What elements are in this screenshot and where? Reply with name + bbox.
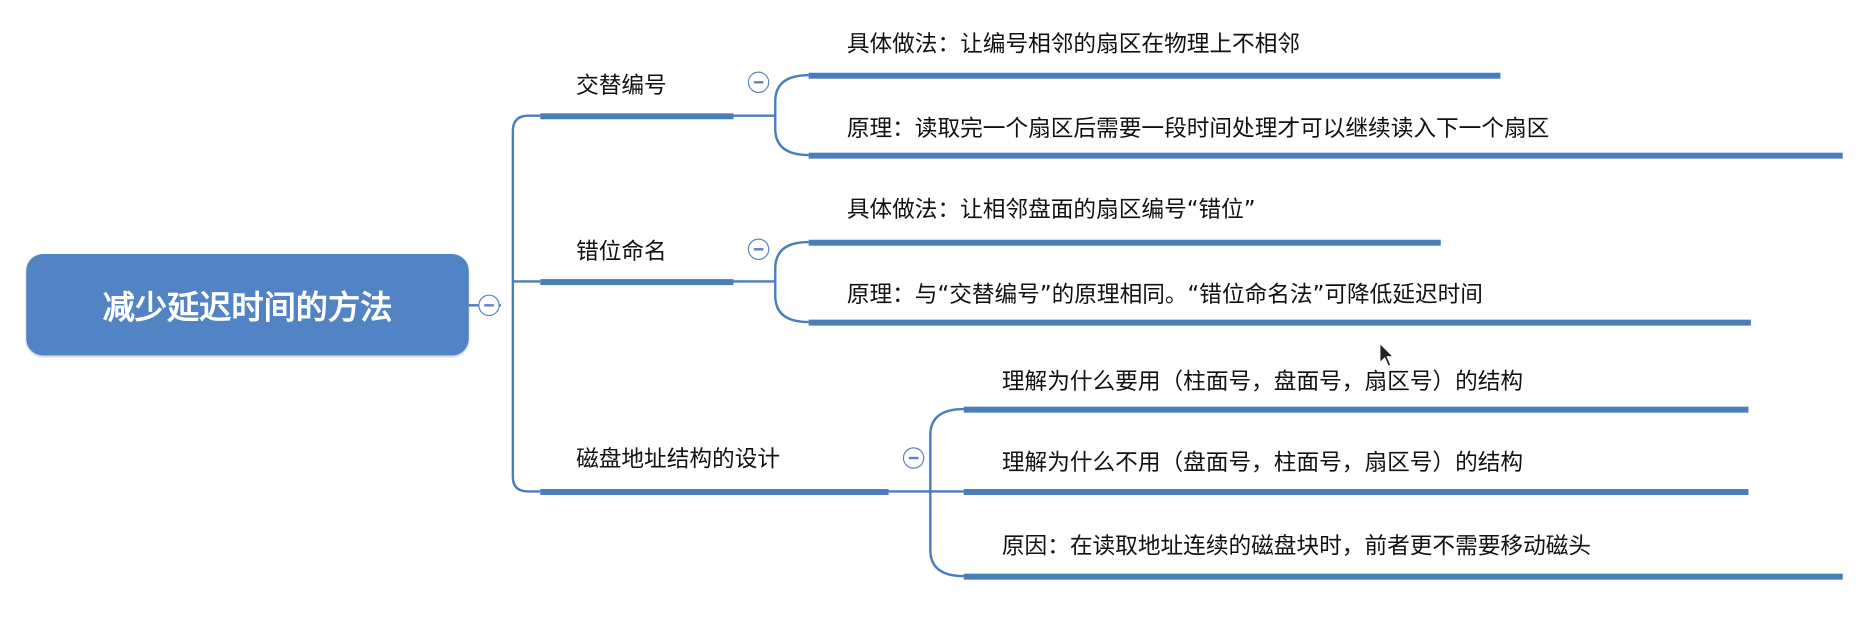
- branch-underline: [540, 489, 889, 495]
- leaf-underline: [963, 406, 1749, 413]
- leaf-underline: [963, 573, 1843, 580]
- collapse-branch-icon[interactable]: [747, 238, 770, 261]
- mouse-cursor-icon: [1379, 342, 1395, 367]
- collapse-branch-icon[interactable]: [902, 447, 925, 469]
- leaf-label[interactable]: 原因：在读取地址连续的磁盘块时，前者更不需要移动磁头: [1001, 533, 1592, 560]
- leaf-label[interactable]: 原理：读取完一个扇区后需要一段时间处理才可以继续读入下一个扇区: [846, 115, 1550, 142]
- branch3-connector: [888, 407, 964, 578]
- leaf-underline: [808, 72, 1501, 79]
- leaf-underline: [808, 319, 1751, 326]
- leaf-underline: [963, 489, 1749, 495]
- leaf-underline: [808, 152, 1843, 159]
- root-node[interactable]: 减少延迟时间的方法: [26, 254, 469, 356]
- collapse-branch-icon[interactable]: [747, 71, 770, 94]
- leaf-underline: [808, 239, 1441, 246]
- leaf-label[interactable]: 理解为什么不用（盘面号，柱面号，扇区号）的结构: [1001, 449, 1524, 476]
- branch-underline: [540, 113, 734, 120]
- branch-label[interactable]: 错位命名: [576, 238, 667, 265]
- leaf-label[interactable]: 原理：与“交替编号”的原理相同。“错位命名法”可降低延迟时间: [846, 281, 1483, 308]
- root-label: 减少延迟时间的方法: [102, 289, 393, 327]
- branch-label[interactable]: 交替编号: [576, 72, 667, 99]
- collapse-root-icon[interactable]: [478, 294, 500, 317]
- branch2-connector: [733, 240, 809, 324]
- branch1-connector: [733, 73, 809, 157]
- leaf-label[interactable]: 具体做法：让相邻盘面的扇区编号“错位”: [846, 196, 1256, 224]
- leaf-label[interactable]: 具体做法：让编号相邻的扇区在物理上不相邻: [846, 31, 1301, 58]
- leaf-label[interactable]: 理解为什么要用（柱面号，盘面号，扇区号）的结构: [1001, 368, 1524, 395]
- branch-underline: [540, 279, 734, 286]
- branch-label[interactable]: 磁盘地址结构的设计: [576, 446, 781, 473]
